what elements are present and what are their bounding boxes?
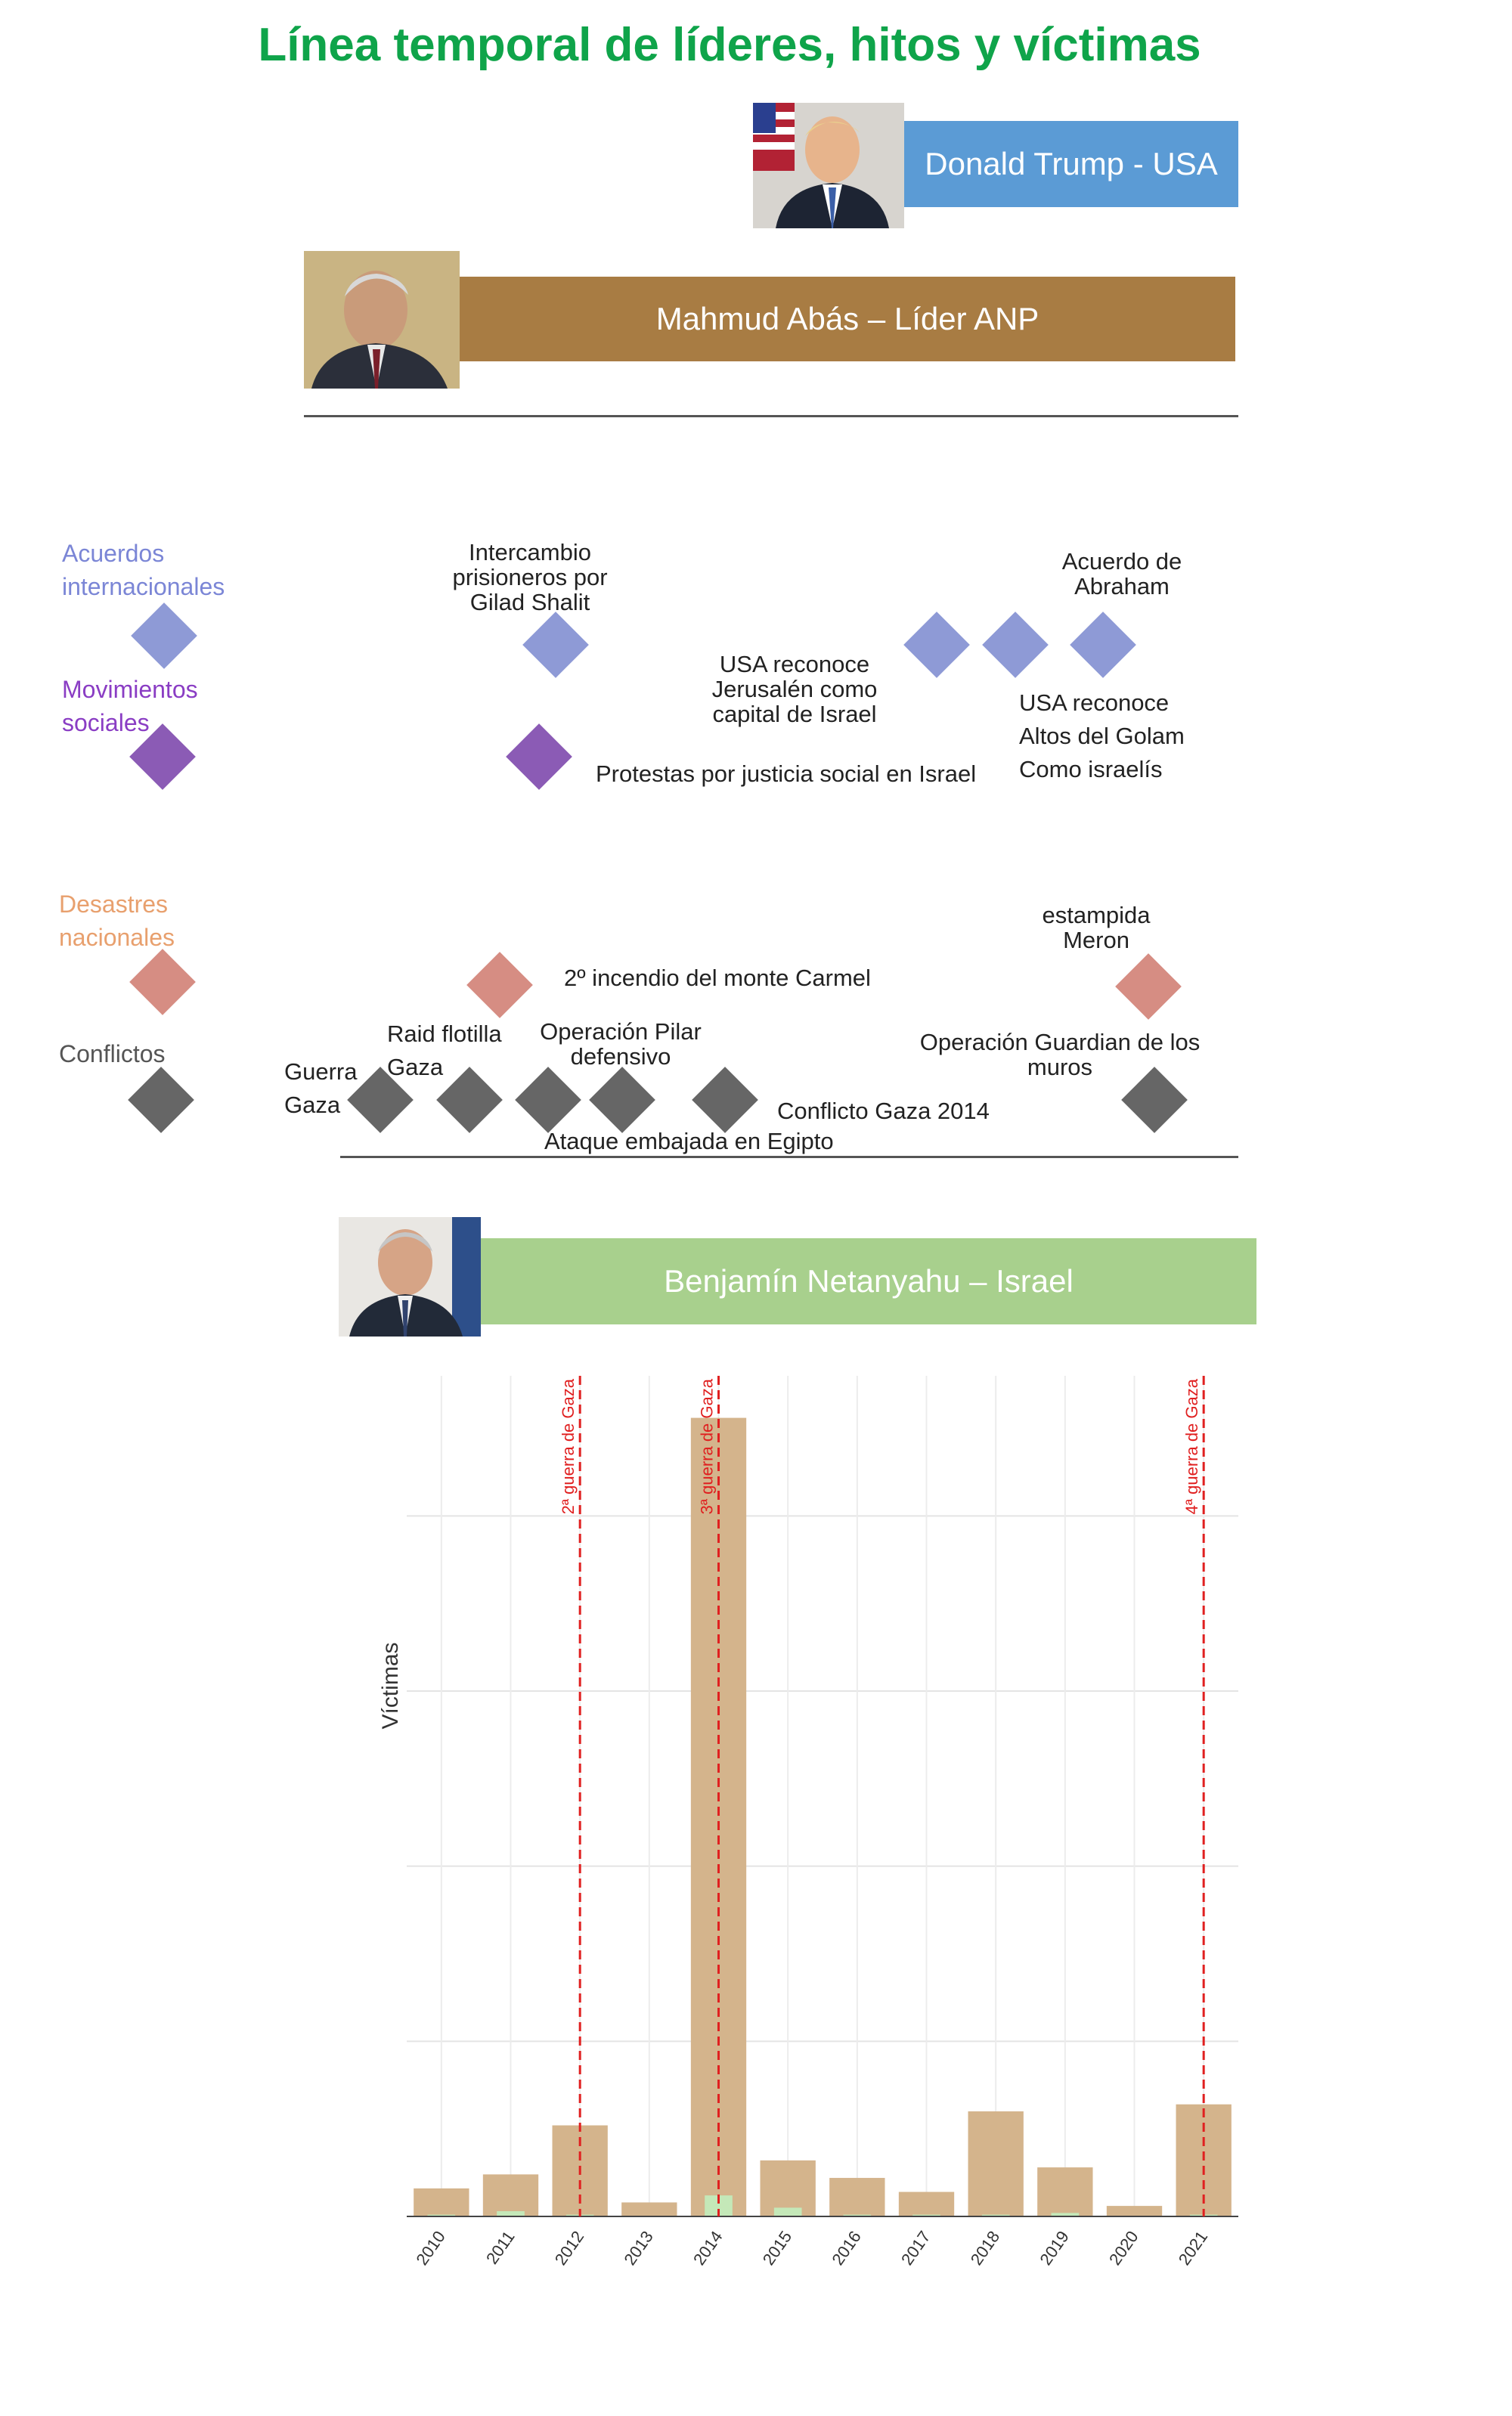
event-embajada-diamond (589, 1067, 655, 1133)
event-conflicto2014-diamond (692, 1067, 758, 1133)
bar-2019 (1037, 2167, 1093, 2216)
netanyahu-banner: Benjamín Netanyahu – Israel (481, 1238, 1256, 1324)
event-protestas-label: Protestas por justicia social en Israel (596, 760, 977, 787)
annotation-label: 4ª guerra de Gaza (1182, 1378, 1201, 1514)
netanyahu-photo (339, 1217, 481, 1337)
trump-banner: Donald Trump - USA (904, 121, 1238, 207)
event-conflicto2014-label: Conflicto Gaza 2014 (777, 1098, 990, 1124)
event-carmel-label: 2º incendio del monte Carmel (564, 965, 871, 991)
bar-2018 (968, 2111, 1024, 2216)
x-tick-label: 2011 (482, 2228, 519, 2268)
x-tick-label: 2016 (828, 2228, 865, 2268)
bar-2018-secondary (981, 2214, 1010, 2216)
bar-2013 (621, 2202, 677, 2216)
event-guardian-label: Operación Guardian de los muros (919, 1029, 1201, 1080)
event-guerra-gaza-label: Guerra Gaza (284, 1058, 358, 1118)
annotation-label: 2ª guerra de Gaza (559, 1378, 578, 1514)
x-tick-label: 2019 (1036, 2228, 1073, 2268)
category-desastres-label: Desastres nacionales (59, 891, 175, 951)
bar-2011 (482, 2174, 539, 2216)
x-tick-label: 2015 (759, 2228, 796, 2268)
event-abraham-diamond (1070, 612, 1136, 678)
event-shalit-diamond (522, 612, 589, 678)
event-shalit-label: Intercambio prisioneros por Gilad Shalit (452, 539, 608, 615)
bar-2020 (1106, 2206, 1163, 2216)
trump-photo (753, 103, 904, 228)
category-conflictos-diamond (128, 1067, 194, 1133)
event-embajada-label: Ataque embajada en Egipto (544, 1128, 834, 1154)
bar-2010 (414, 2188, 469, 2216)
x-tick-label: 2021 (1175, 2228, 1212, 2268)
bar-2015 (760, 2160, 816, 2216)
x-tick-label: 2012 (551, 2228, 588, 2268)
category-desastres-diamond (129, 949, 196, 1015)
x-tick-label: 2014 (689, 2228, 727, 2268)
event-raid-label: Raid flotilla Gaza (387, 1021, 502, 1080)
x-tick-label: 2013 (620, 2228, 657, 2268)
bar-2019-secondary (1051, 2213, 1080, 2216)
event-meron-diamond (1115, 953, 1182, 1020)
event-abraham-label: Acuerdo de Abraham (1061, 548, 1182, 599)
bar-2015-secondary (773, 2207, 802, 2216)
bar-2011-secondary (497, 2211, 525, 2216)
abbas-photo (304, 251, 460, 389)
category-movimientos-label: Movimientos sociales (62, 676, 198, 736)
event-pilar-label: Operación Pilar defensivo (540, 1018, 702, 1070)
victims-bar-chart: Víctimas 2010 2011 2012 2013 2014 2015 2016 201… (378, 1376, 1238, 2268)
event-protestas-diamond (506, 723, 572, 790)
category-acuerdos-diamond (131, 602, 197, 669)
x-tick-label: 2018 (967, 2228, 1004, 2268)
event-carmel-diamond (466, 952, 533, 1018)
event-golan-label: USA reconoce Altos del Golam Como israel… (1019, 689, 1185, 782)
x-tick-label: 2017 (897, 2228, 934, 2268)
page-title: Línea temporal de líderes, hitos y vícti… (258, 19, 1201, 71)
bar-2016 (829, 2178, 885, 2216)
event-jerusalen-label: USA reconoce Jerusalén como capital de I… (711, 651, 878, 727)
bar-2010-secondary (427, 2214, 456, 2216)
x-tick-label: 2010 (412, 2228, 449, 2268)
divider-bottom (340, 1156, 1238, 1158)
category-conflictos-label: Conflictos (59, 1040, 166, 1067)
event-meron-label: estampida Meron (1042, 902, 1151, 953)
event-jerusalen-diamond (903, 612, 970, 678)
bar-2017 (898, 2191, 955, 2216)
event-golan-diamond (982, 612, 1049, 678)
divider-top (304, 415, 1238, 417)
y-axis-label: Víctimas (378, 1642, 403, 1729)
x-tick-label: 2020 (1105, 2228, 1142, 2268)
bar-2017-secondary (912, 2214, 940, 2216)
annotation-label: 3ª guerra de Gaza (698, 1378, 717, 1514)
abbas-banner: Mahmud Abás – Líder ANP (460, 277, 1235, 361)
bar-2016-secondary (843, 2214, 872, 2216)
category-acuerdos-label: Acuerdos internacionales (62, 540, 225, 600)
